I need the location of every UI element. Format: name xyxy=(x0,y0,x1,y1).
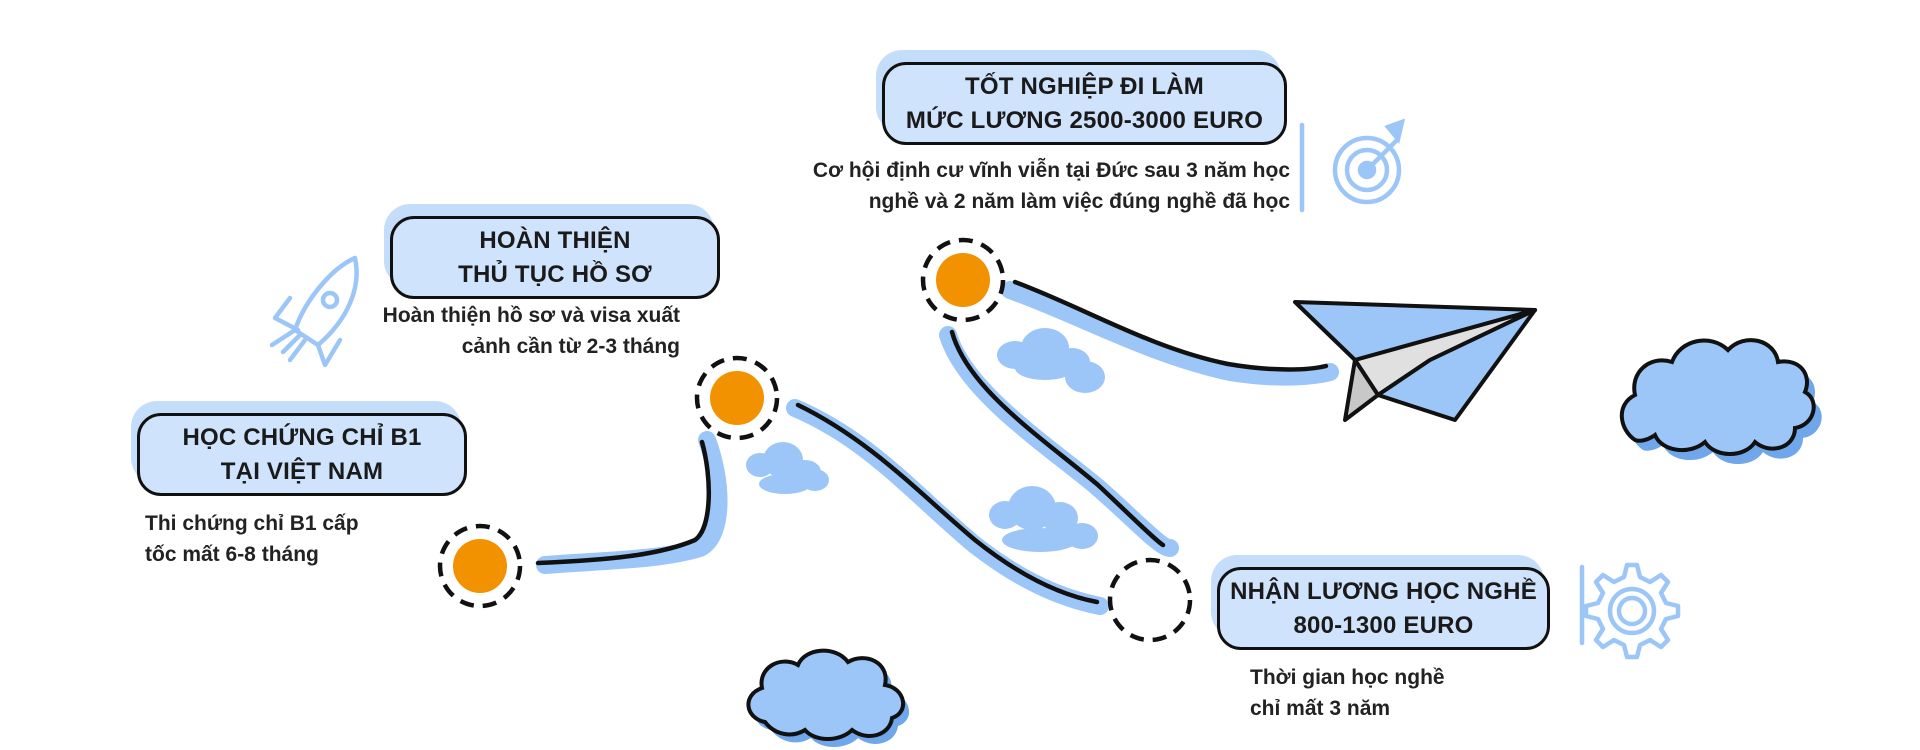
stage-1-title: HỌC CHỨNG CHỈ B1 TẠI VIỆT NAM xyxy=(137,413,467,496)
stage-4-title: TỐT NGHIỆP ĐI LÀM MỨC LƯƠNG 2500-3000 EU… xyxy=(882,62,1287,145)
stage-2-title: HOÀN THIỆN THỦ TỤC HỒ SƠ xyxy=(390,216,720,299)
path-connector-2 xyxy=(786,399,1109,615)
rocket-icon xyxy=(269,255,359,368)
cloud-icon xyxy=(746,442,829,494)
stage-4-description: Cơ hội định cư vĩnh viễn tại Đức sau 3 n… xyxy=(812,159,1290,213)
milestone-node-1 xyxy=(437,523,523,609)
stage-3-title-box: NHẬN LƯƠNG HỌC NGHỀ 800-1300 EURO xyxy=(1211,555,1550,650)
paper-plane-icon xyxy=(1293,300,1537,422)
gear-icon xyxy=(1579,562,1681,660)
cloud-icon xyxy=(997,328,1105,393)
path-connector-3 xyxy=(939,326,1179,557)
cloud-icon xyxy=(1619,338,1822,464)
cloud-icon xyxy=(746,648,910,747)
stage-3-description: Thời gian học nghề chỉ mất 3 năm xyxy=(1250,666,1445,720)
stage-2-description: Hoàn thiện hồ sơ và visa xuất cảnh cần t… xyxy=(382,304,680,358)
milestone-node-2 xyxy=(694,355,780,441)
target-icon xyxy=(1299,118,1406,213)
stage-3-title: NHẬN LƯƠNG HỌC NGHỀ 800-1300 EURO xyxy=(1217,567,1550,650)
path-connector-1 xyxy=(535,431,728,574)
milestone-node-4 xyxy=(920,237,1006,323)
stage-1-title-box: HỌC CHỨNG CHỈ B1 TẠI VIỆT NAM xyxy=(131,401,467,496)
stage-1-description: Thi chứng chỉ B1 cấp tốc mất 6-8 tháng xyxy=(145,512,359,566)
stage-2-title-box: HOÀN THIỆN THỦ TỤC HỒ SƠ xyxy=(384,204,720,299)
milestone-node-3 xyxy=(1107,557,1193,643)
path-connector-4 xyxy=(1001,279,1339,386)
cloud-icon xyxy=(989,486,1098,552)
stage-4-title-box: TỐT NGHIỆP ĐI LÀM MỨC LƯƠNG 2500-3000 EU… xyxy=(876,50,1287,145)
